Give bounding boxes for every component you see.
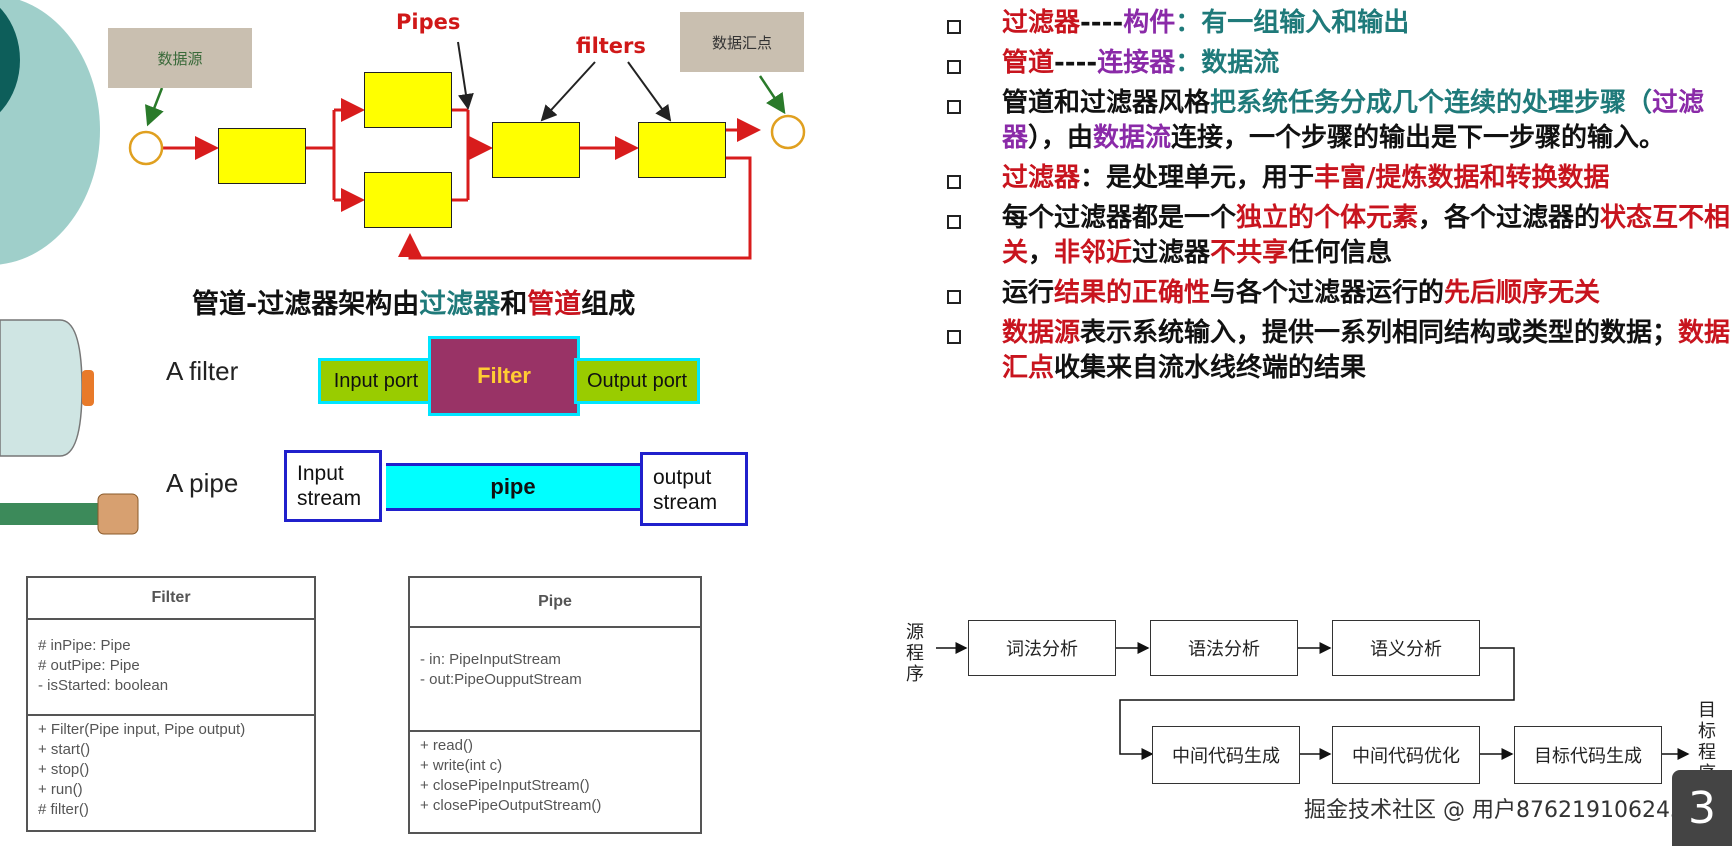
uml-pipe-methods: + read() + write(int c) + closePipeInput… [410, 732, 700, 820]
uml-method: + read() [420, 737, 473, 754]
uml-attribute: - isStarted: boolean [38, 677, 169, 694]
filter-box-2 [364, 72, 452, 128]
uml-pipe-title: Pipe [410, 578, 700, 628]
bullet-item: 数据源表示系统输入，提供一系列相同结构或类型的数据；数据汇点收集来自流水线终端的… [942, 316, 1732, 386]
square-bullet-icon [947, 290, 961, 304]
uml-method: + write(int c) [420, 757, 503, 774]
square-bullet-icon [947, 100, 961, 114]
target-code-gen-box: 目标代码生成 [1514, 726, 1662, 784]
uml-attribute: # outPipe: Pipe [38, 657, 140, 674]
uml-filter-title: Filter [28, 578, 314, 620]
cylinder-shape [0, 319, 83, 457]
source-program-label: 源程序 [906, 622, 924, 685]
pipes-label: Pipes [396, 10, 461, 34]
pipe-filter-diagram [128, 41, 806, 260]
intermediate-code-gen-box: 中间代码生成 [1152, 726, 1300, 784]
uml-attribute: - in: PipeInputStream [420, 651, 561, 668]
output-port: Output port [574, 358, 700, 404]
filter-box-1 [218, 128, 306, 184]
teal-circle-dark [0, 7, 20, 113]
teal-circle-light [0, 0, 100, 265]
pipe-row-label: A pipe [166, 468, 239, 498]
filter-box-4 [492, 122, 580, 178]
semantic-analysis-box: 语义分析 [1332, 620, 1480, 676]
bullet-item: 管道和过滤器风格把系统任务分成几个连续的处理步骤（过滤器），由数据流连接，一个步… [942, 86, 1732, 156]
uml-method: + closePipeOutputStream() [420, 797, 602, 814]
input-stream-line2: stream [297, 487, 362, 510]
square-bullet-icon [947, 60, 961, 74]
filter-box-3 [364, 172, 452, 228]
input-port: Input port [318, 358, 434, 404]
uml-method: # filter() [38, 801, 89, 818]
uml-method: + start() [38, 741, 91, 758]
bullet-list: 过滤器----构件：有一组输入和输出 管道----连接器：数据流 管道和过滤器风… [942, 6, 1732, 391]
lexical-analysis-box: 词法分析 [968, 620, 1116, 676]
sink-node [770, 114, 806, 150]
page-number: 3 [1672, 770, 1732, 846]
data-sink-label: 数据汇点 [680, 12, 804, 72]
uml-attribute: - out:PipeOupputStream [420, 671, 582, 688]
output-stream-line1: output [653, 466, 712, 489]
square-bullet-icon [947, 215, 961, 229]
uml-attribute: # inPipe: Pipe [38, 637, 131, 654]
architecture-caption: 管道-过滤器架构由过滤器和管道组成 [192, 289, 636, 320]
data-source-label: 数据源 [108, 28, 252, 88]
filters-label: filters [576, 34, 646, 58]
square-bullet-icon [947, 330, 961, 344]
cylinder-cap [82, 370, 94, 406]
watermark-text: 掘金技术社区 @ 用户876219106245 [1304, 798, 1684, 823]
uml-method: + Filter(Pipe input, Pipe output) [38, 721, 246, 738]
left-decoration [0, 0, 139, 535]
filter-block: Filter [428, 336, 580, 416]
uml-filter-class: Filter # inPipe: Pipe # outPipe: Pipe - … [26, 576, 316, 832]
uml-method: + stop() [38, 761, 90, 778]
compiler-pipeline-arrows [936, 642, 1690, 760]
bullet-item: 运行结果的正确性与各个过滤器运行的先后顺序无关 [942, 276, 1732, 311]
source-node [128, 130, 164, 166]
square-bullet-icon [947, 20, 961, 34]
bullet-item: 过滤器：是处理单元，用于丰富/提炼数据和转换数据 [942, 161, 1732, 196]
pipe-body: pipe [386, 463, 640, 511]
output-stream-line2: stream [653, 491, 718, 514]
uml-method: + closePipeInputStream() [420, 777, 590, 794]
uml-pipe-attributes: - in: PipeInputStream - out:PipeOupputSt… [410, 628, 700, 732]
tube-cap [97, 493, 139, 535]
uml-method: + run() [38, 781, 83, 798]
input-stream-line1: Input [297, 462, 344, 485]
uml-filter-methods: + Filter(Pipe input, Pipe output) + star… [28, 716, 314, 824]
intermediate-code-opt-box: 中间代码优化 [1332, 726, 1480, 784]
syntax-analysis-box: 语法分析 [1150, 620, 1298, 676]
filter-box-5 [638, 122, 726, 178]
green-tube [0, 503, 100, 525]
bullet-item: 每个过滤器都是一个独立的个体元素，各个过滤器的状态互不相关，非邻近过滤器不共享任… [942, 201, 1732, 271]
output-stream-box: output stream [640, 452, 748, 526]
bullet-item: 过滤器----构件：有一组输入和输出 [942, 6, 1732, 41]
square-bullet-icon [947, 175, 961, 189]
filter-row-label: A filter [166, 356, 239, 386]
uml-pipe-class: Pipe - in: PipeInputStream - out:PipeOup… [408, 576, 702, 834]
uml-filter-attributes: # inPipe: Pipe # outPipe: Pipe - isStart… [28, 620, 314, 716]
input-stream-box: Input stream [284, 450, 382, 522]
bullet-item: 管道----连接器：数据流 [942, 46, 1732, 81]
